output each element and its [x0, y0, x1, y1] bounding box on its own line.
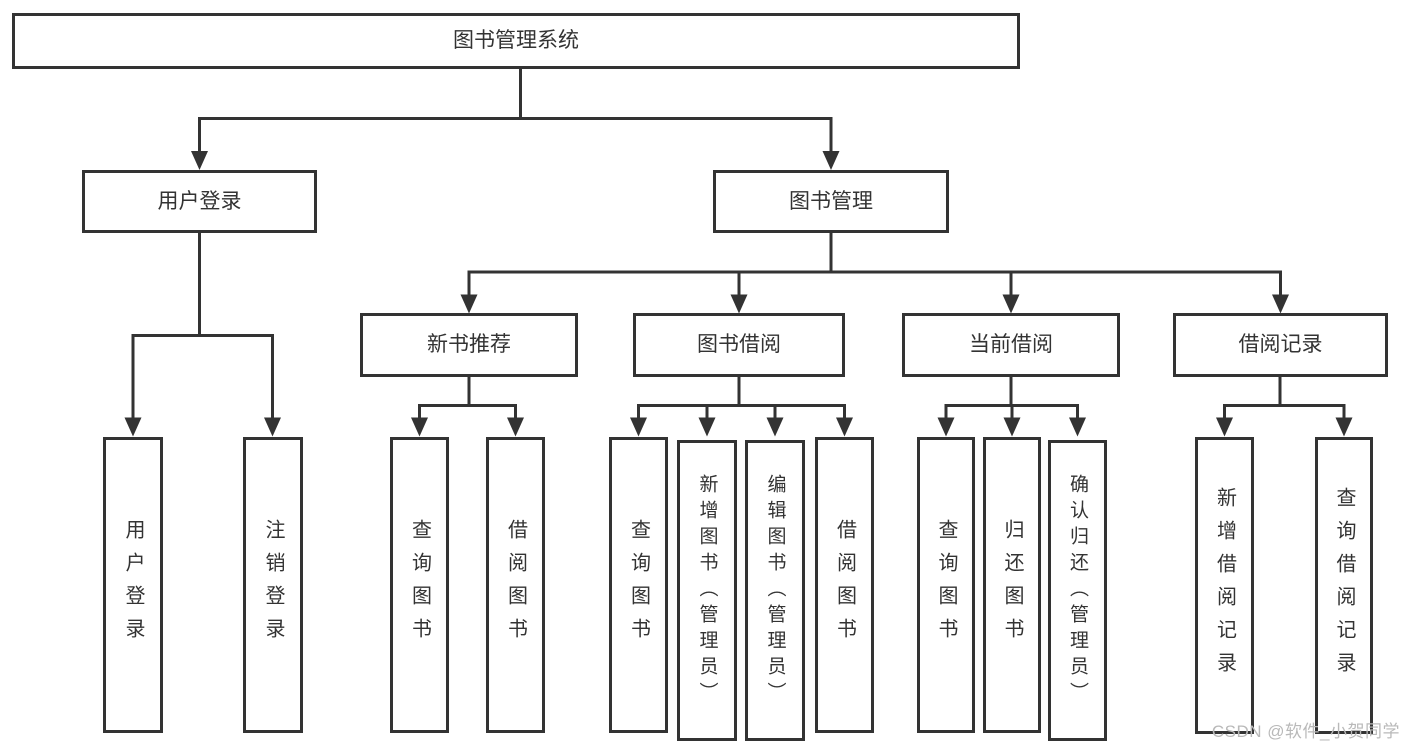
leaf-add-borrow-record: 新增借阅记录: [1195, 437, 1254, 734]
node-book-management-system: 图书管理系统: [12, 13, 1020, 69]
node-label: 图书管理: [789, 189, 873, 213]
node-label: 借阅图书: [833, 519, 856, 651]
node-label: 借阅记录: [1238, 333, 1323, 357]
leaf-confirm-return-admin: 确认归还（管理员）: [1048, 440, 1107, 741]
leaf-logout: 注销登录: [243, 437, 303, 733]
node-current-borrowing: 当前借阅: [902, 313, 1120, 377]
node-label: 新增图书（管理员）: [696, 473, 718, 708]
leaf-borrow-books-borrowing: 借阅图书: [815, 437, 874, 733]
node-label: 新书推荐: [427, 333, 511, 357]
node-book-borrowing: 图书借阅: [633, 313, 845, 377]
leaf-user-login: 用户登录: [103, 437, 163, 733]
node-label: 注销登录: [262, 519, 284, 651]
node-label: 新增借阅记录: [1213, 486, 1236, 685]
node-label: 查询借阅记录: [1333, 486, 1355, 685]
node-user-login: 用户登录: [82, 170, 317, 233]
leaf-borrow-books-recommend: 借阅图书: [486, 437, 545, 733]
leaf-edit-books-admin: 编辑图书（管理员）: [745, 440, 805, 741]
node-label: 图书管理系统: [453, 29, 579, 53]
leaf-query-books-borrowing: 查询图书: [609, 437, 668, 733]
leaf-add-books-admin: 新增图书（管理员）: [677, 440, 737, 741]
node-new-book-recommendation: 新书推荐: [360, 313, 578, 377]
node-borrowing-records: 借阅记录: [1173, 313, 1388, 377]
node-label: 查询图书: [408, 519, 431, 651]
node-label: 确认归还（管理员）: [1067, 473, 1088, 708]
node-label: 查询图书: [627, 519, 650, 651]
node-label: 编辑图书（管理员）: [764, 473, 786, 708]
node-label: 查询图书: [935, 519, 957, 651]
node-label: 归还图书: [1001, 519, 1023, 651]
node-label: 当前借阅: [969, 333, 1053, 357]
node-label: 借阅图书: [504, 519, 527, 651]
node-book-management: 图书管理: [713, 170, 949, 233]
node-label: 用户登录: [122, 519, 144, 651]
leaf-query-books-current: 查询图书: [917, 437, 975, 733]
node-label: 用户登录: [157, 189, 242, 213]
leaf-query-books-recommend: 查询图书: [390, 437, 449, 733]
node-label: 图书借阅: [697, 333, 781, 357]
leaf-query-borrow-record: 查询借阅记录: [1315, 437, 1373, 734]
csdn-watermark: CSDN @软件_小贺同学: [1211, 722, 1400, 741]
leaf-return-books: 归还图书: [983, 437, 1041, 733]
